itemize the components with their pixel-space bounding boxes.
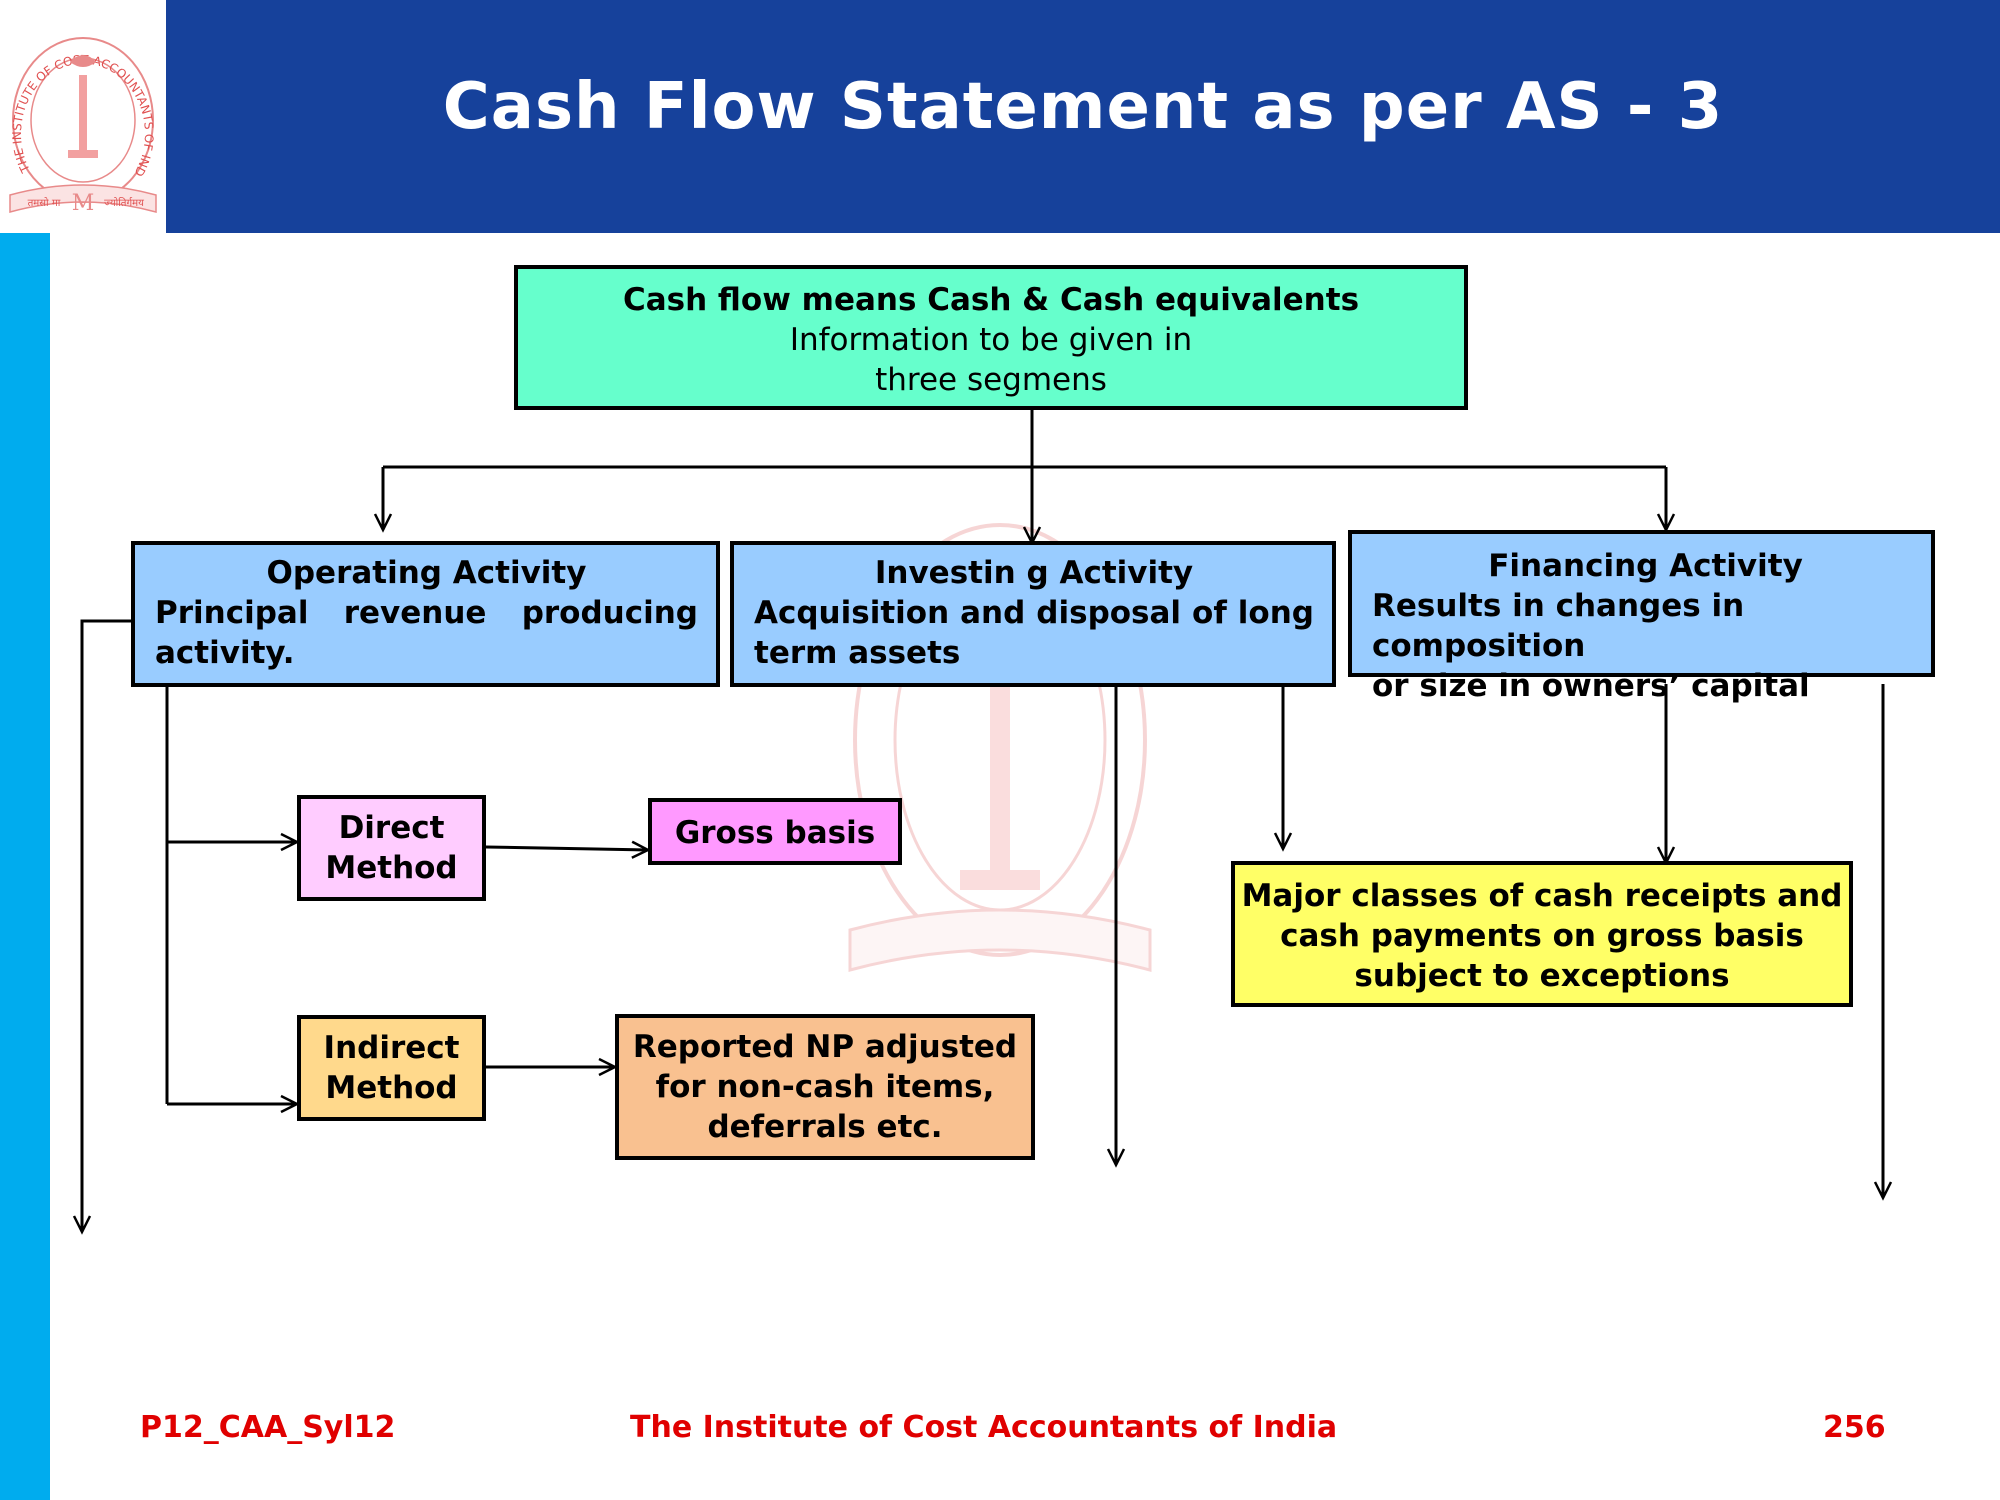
watermark-logo [830,500,1170,1000]
footer-institute: The Institute of Cost Accountants of Ind… [630,1410,1338,1445]
direct-method-line-2: Method [325,850,458,886]
financing-activity-box: Financing Activity Results in changes in… [1348,530,1935,704]
operating-desc-line-2: activity. [155,635,295,671]
operating-left-down-arrow [72,619,132,1235]
root-line-2: Information to be given in [789,322,1193,358]
footer-code: P12_CAA_Syl12 [140,1410,396,1445]
direct-to-gross-arrow [485,840,651,859]
gross-basis-box: Gross basis [648,798,902,865]
major-classes-line-1: Major classes of cash receipts and [1241,878,1843,914]
reported-np-line-3: deferrals etc. [707,1109,943,1145]
slide-title: Cash Flow Statement as per AS - 3 [442,70,1724,144]
logo-motto-left: तमसो मा [28,197,61,209]
direct-method-box: Direct Method [297,795,486,901]
header-bar [166,0,2000,233]
financing-title: Financing Activity [1488,548,1803,584]
logo-motto-right: ज्योतिर्गमय [104,197,144,209]
investing-desc-line-2: term assets [754,635,961,671]
operating-activity-box: Operating Activity Principal revenue pro… [131,541,720,687]
direct-method-line-1: Direct [338,810,445,846]
institute-logo: THE INSTITUTE OF COST ACCOUNTANTS OF IND… [0,0,166,233]
financing-desc-line-1: Results in changes in composition [1372,588,1745,664]
indirect-method-box: Indirect Method [297,1015,486,1121]
investing-activity-box: Investin g Activity Acquisition and disp… [730,541,1336,687]
financing-desc-line-2: or size in owners’ capital [1372,668,1810,704]
reported-np-line-2: for non-cash items, [655,1069,995,1105]
footer-page-number: 256 [1823,1410,1886,1445]
indirect-method-line-2: Method [325,1070,458,1106]
operating-title: Operating Activity [266,555,587,591]
major-classes-line-3: subject to exceptions [1354,958,1730,994]
indirect-method-line-1: Indirect [323,1030,460,1066]
major-classes-box: Major classes of cash receipts and cash … [1231,861,1853,1007]
root-title: Cash flow means Cash & Cash equivalents [622,282,1360,318]
side-strip [0,233,50,1500]
investing-desc-line-1: Acquisition and disposal of long [754,595,1314,631]
logo-monogram: M [72,191,95,216]
root-line-3: three segmens [875,362,1107,398]
gross-basis-label: Gross basis [674,815,876,851]
cash-flow-definition-box: Cash flow means Cash & Cash equivalents … [514,265,1468,410]
investing-title: Investin g Activity [874,555,1194,591]
reported-np-box: Reported NP adjusted for non-cash items,… [615,1014,1035,1160]
operating-desc-line-1: Principal revenue producing [155,595,698,631]
reported-np-line-1: Reported NP adjusted [632,1029,1018,1065]
major-classes-line-2: cash payments on gross basis [1280,918,1804,954]
